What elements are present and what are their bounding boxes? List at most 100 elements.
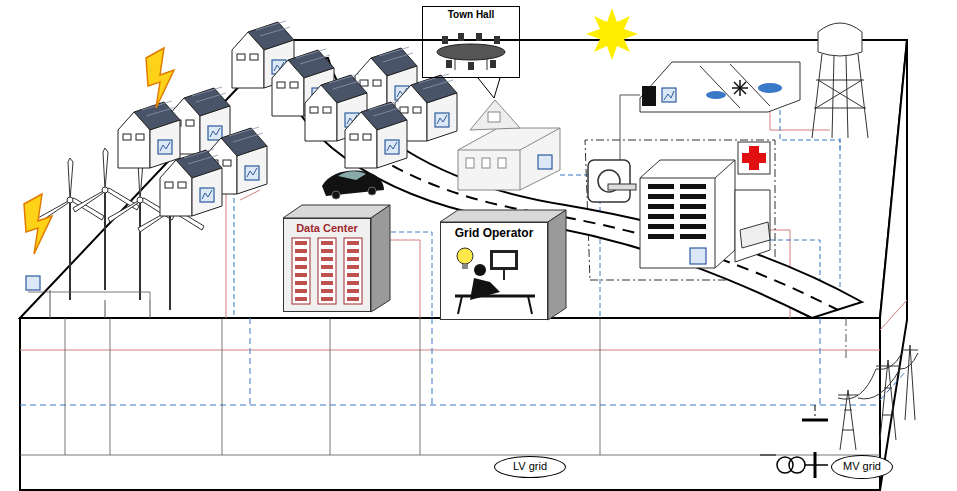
underground-cables (65, 318, 66, 455)
hospital (680, 204, 706, 209)
sun (586, 8, 638, 60)
node-label: Town Hall (448, 9, 494, 21)
hospital (680, 214, 706, 219)
town-hall-building (482, 158, 490, 168)
water-tower (816, 80, 862, 108)
water-tower (818, 80, 864, 108)
town-hall-callout-art (478, 78, 500, 98)
data-center-box (347, 249, 359, 253)
town-hall-callout-art (442, 36, 448, 44)
factory (734, 82, 746, 94)
water-tower (814, 108, 866, 109)
grid-operator-box (440, 210, 566, 222)
town-hall-callout-art (494, 36, 500, 44)
lightning-bolts (24, 194, 52, 254)
node-label: LV grid (513, 460, 547, 473)
factory (662, 88, 676, 102)
water-tower (840, 138, 841, 150)
transformer-and-pylons (815, 464, 828, 466)
hospital (648, 194, 674, 199)
underground-cables (20, 455, 880, 456)
lightning-bolts (146, 48, 174, 108)
town-hall-building (470, 100, 520, 130)
grid-operator-box (490, 250, 518, 270)
node-label: Data Center (296, 222, 358, 235)
hospital (738, 142, 770, 174)
town-hall-building (488, 112, 500, 122)
water-tower (812, 54, 822, 138)
data-center-box (321, 265, 333, 269)
data-center-box (295, 273, 307, 277)
car (322, 171, 384, 199)
hospital (680, 194, 706, 199)
transformer-and-pylons (789, 457, 805, 473)
town-hall-callout-art (437, 33, 505, 98)
platform (880, 40, 907, 490)
grid-ellipse: MV grid (831, 455, 893, 479)
town-hall-callout-art (437, 44, 505, 60)
road (278, 58, 862, 318)
factory (758, 83, 782, 93)
hospital (680, 234, 706, 239)
wind-turbines (73, 148, 139, 290)
transformer-and-pylons (838, 353, 918, 399)
grid-operator-box (440, 210, 566, 320)
grid-operator-box (457, 248, 473, 264)
town-hall-building (520, 150, 521, 190)
hospital (735, 190, 770, 262)
data-center-box (283, 218, 371, 312)
town-hall-building (520, 128, 560, 150)
data-center-box (347, 273, 359, 277)
houses (345, 101, 407, 168)
grid-operator-box (493, 253, 515, 267)
data-center-box (321, 289, 333, 293)
underground-cables (330, 318, 331, 455)
data-center-box (295, 241, 359, 301)
grid-operator-box (458, 296, 462, 314)
hospital (680, 224, 706, 229)
hospital (648, 224, 674, 229)
houses (118, 21, 457, 216)
transformer-and-pylons (760, 345, 918, 478)
underground-cables (20, 300, 907, 455)
transformer-and-pylons (876, 360, 900, 440)
hospital (648, 184, 674, 189)
underground-cables (880, 300, 907, 330)
grid-operator-box (474, 264, 486, 276)
mri-scanner (608, 184, 636, 190)
water-tower (818, 23, 862, 56)
underground-cables (222, 318, 223, 455)
data-center-box (321, 273, 333, 277)
wind-turbines (26, 276, 40, 290)
hospital (648, 184, 706, 239)
data-center-box (295, 289, 307, 293)
town-hall-callout-art (468, 62, 474, 70)
factory (734, 82, 746, 94)
platform (20, 40, 907, 490)
surface-cables (226, 190, 227, 318)
grid-operator-box (440, 222, 548, 320)
transformer-and-pylons (902, 345, 918, 420)
water-tower (858, 54, 868, 138)
town-hall-building (466, 158, 474, 168)
mri-scanner (588, 160, 630, 202)
hospital (648, 214, 674, 219)
underground-cables (432, 318, 433, 405)
houses (118, 101, 180, 168)
factory (700, 66, 740, 108)
hospital (715, 178, 716, 268)
car (338, 171, 366, 180)
hospital (680, 184, 706, 189)
car (368, 187, 376, 195)
data-center-box (347, 265, 359, 269)
transformer-and-pylons (815, 405, 816, 420)
lightning-bolts (24, 48, 174, 254)
data-center-box (295, 249, 307, 253)
data-center-box (283, 205, 390, 312)
underground-cables (420, 318, 421, 455)
road (278, 58, 862, 318)
town-hall-callout-art (455, 58, 456, 70)
factory (706, 91, 726, 99)
data-center-box (371, 205, 390, 312)
